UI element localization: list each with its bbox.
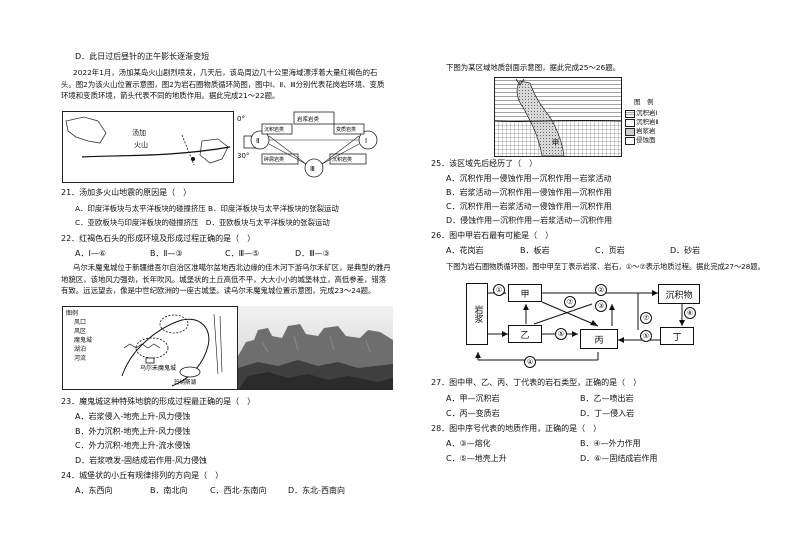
q26-option-b: B．板岩 <box>520 246 550 255</box>
map-label-volcano: 火山 <box>134 140 148 149</box>
q23-stem: 23．魔鬼城这种特殊地貌的形成过程最正确的是（ ） <box>61 397 256 406</box>
intro-moguicheng: 乌尔禾魔鬼城位于新疆维吾尔自治区准噶尔盆地西北边缘的佳木河下游乌尔禾矿区，是典型… <box>61 263 391 295</box>
cycle1-right-upper: 变质岩类 <box>336 126 356 133</box>
q27-stem: 27．图中甲、乙、丙、丁代表的岩石类型，正确的是（ ） <box>431 378 642 387</box>
q25-option-d: D．侵蚀作用—沉积作用—岩浆活动—沉积作用 <box>446 216 613 225</box>
cycle2-num-7b: ⑦ <box>640 312 652 324</box>
section-jia-label: 甲 <box>552 139 559 147</box>
q25-stem: 25．该区域先后经历了（ ） <box>431 159 538 168</box>
moguicheng-location-map: 乌尔禾魔鬼城 玛纳斯湖 <box>62 306 238 390</box>
q25-option-b: B．岩浆活动—沉积作用—侵蚀作用—沉积作用 <box>446 188 612 197</box>
q26-option-d: D．砂岩 <box>670 246 701 255</box>
q23-option-b: B．外力沉积-地壳上升-风力侵蚀 <box>75 427 191 436</box>
q24-option-c: C．西北-东南向 <box>210 486 267 495</box>
q22-option-a: A．Ⅰ—⑥ <box>75 249 107 258</box>
cycle1-right-lower: 沉积岩类 <box>332 156 352 163</box>
q28-option-a: A．③—熔化 <box>446 439 491 448</box>
q27-option-c: C．丙—变质岩 <box>446 409 500 418</box>
q26-stem: 26．图中甲岩石最有可能是（ ） <box>431 231 554 240</box>
q27-option-a: A．甲—沉积岩 <box>446 394 500 403</box>
cycle2-num-7a: ⑦ <box>564 296 576 308</box>
cycle2-magma: 岩浆 <box>466 283 488 345</box>
cycle2-num-4: ④ <box>524 356 536 368</box>
cycle1-node-2: Ⅱ <box>256 137 259 145</box>
q27-option-d: D．丁—侵入岩 <box>580 409 635 418</box>
cycle2-num-3: ③ <box>595 300 607 312</box>
rock-cycle-diagram-1: 岩浆岩类 沉积岩类 变质岩类 碎屑岩类 沉积岩类 Ⅱ Ⅰ Ⅲ <box>243 111 378 178</box>
q25-option-c: C．沉积作用—岩浆活动—侵蚀作用—沉积作用 <box>446 202 612 211</box>
intro-geo-section: 下图为某区域地质剖面示意图，据此完成25～26题。 <box>446 63 621 72</box>
q24-stem: 24．城堡状的小丘有规律排列的方向是（ ） <box>61 471 224 480</box>
intro-tonga: 2022年1月，汤加某岛火山剧烈喷发，几天后，该岛周边几十公里海域漂浮着大量红褐… <box>61 68 385 100</box>
cycle2-bing: 丙 <box>580 329 618 349</box>
cycle2-num-2: ② <box>595 284 607 296</box>
cycle2-sediment-label: 沉积物 <box>665 290 693 301</box>
q23-option-d: D．岩浆喷发-固结成岩作用-风力侵蚀 <box>75 456 207 465</box>
cycle2-num-5a: ⑤ <box>555 328 567 340</box>
geo-legend-item-1: 沉积岩Ⅰ <box>636 109 658 117</box>
q24-option-d: D．东北-西南向 <box>288 486 346 495</box>
q22-option-c: C．Ⅲ—⑤ <box>225 249 260 258</box>
cycle2-ding-label: 丁 <box>672 332 682 343</box>
legend-title: 图例 <box>66 310 79 317</box>
q23-option-a: A．岩浆侵入-地壳上升-风力侵蚀 <box>75 412 191 421</box>
q24-option-a: A．东西向 <box>75 486 113 495</box>
q25-option-a: A．沉积作用—侵蚀作用—沉积作用—岩浆活动 <box>446 174 612 183</box>
cycle2-ding: 丁 <box>660 327 694 345</box>
intro-cycle-section: 下图为岩石圈物质循环图，图中甲至丁表示岩浆、岩石，①～⑦表示地质过程。据此完成2… <box>446 262 765 271</box>
q22-option-b: B．Ⅱ—③ <box>150 249 183 258</box>
cycle1-top: 岩浆岩类 <box>297 115 320 123</box>
lat-0-label: 0° <box>237 115 245 123</box>
cycle2-jia: 甲 <box>508 284 542 302</box>
cycle1-node-3: Ⅲ <box>310 165 315 173</box>
cycle2-magma-label: 岩浆 <box>472 305 483 323</box>
q28-option-c: C．⑤—地壳上升 <box>446 454 507 463</box>
q28-option-b: B．④—外力作用 <box>580 439 641 448</box>
geological-section: 甲 <box>494 77 622 157</box>
legend-lake: 湖泊 <box>74 346 87 353</box>
lat-30-label: 30° <box>237 152 250 160</box>
geo-legend-item-4: 侵蚀面 <box>636 136 656 144</box>
q23-option-c: C．外力沉积-地壳上升-流水侵蚀 <box>75 441 191 450</box>
cycle1-left-upper: 沉积岩类 <box>264 126 284 133</box>
q21-options-ab: A．印度洋板块与太平洋板块的碰撞挤压 B．印度洋板块与太平洋板块的张裂运动 <box>75 204 339 213</box>
q22-option-d: D．Ⅲ—③ <box>295 249 330 258</box>
geo-legend-item-3: 岩浆岩 <box>636 127 656 135</box>
legend-river: 河流 <box>74 355 87 362</box>
map2-lake-label: 玛纳斯湖 <box>174 378 197 386</box>
cycle2-num-5b: ⑤ <box>640 330 652 342</box>
cycle2-yi: 乙 <box>508 325 542 343</box>
q21-options-cd: C．亚欧板块与印度洋板块的碰撞挤压 D．亚欧板块与太平洋板块的张裂运动 <box>75 218 330 227</box>
q26-option-a: A．花岗岩 <box>446 246 484 255</box>
geo-legend-swatch-4 <box>625 137 635 145</box>
q20-option-d: D．此日过后昼针的正午影长逐渐变短 <box>75 52 210 61</box>
legend-wind: 风口 <box>74 319 87 326</box>
q28-option-d: D．⑥—固结成岩作用 <box>580 454 658 463</box>
legend-moguicheng: 魔鬼城 <box>74 337 93 344</box>
cycle2-yi-label: 乙 <box>520 330 530 341</box>
q28-stem: 28．图中序号代表的地质作用，正确的是（ ） <box>431 424 602 433</box>
geo-legend-swatch-2 <box>625 119 635 127</box>
q21-stem: 21．汤加多火山地震的原因是（ ） <box>61 188 192 197</box>
geo-legend-swatch-3 <box>625 128 635 136</box>
geo-legend-title: 图 例 <box>634 98 654 106</box>
map2-city-label: 乌尔禾魔鬼城 <box>140 364 176 372</box>
q27-option-b: B．乙—喷出岩 <box>580 394 634 403</box>
cycle2-bing-label: 丙 <box>594 335 604 346</box>
q22-stem: 22．红褐色石头的形成环境及形成过程正确的是（ ） <box>61 234 256 243</box>
tonga-location-map: 汤加 火山 <box>62 111 234 183</box>
geo-legend-swatch-1 <box>625 110 635 118</box>
cycle1-node-1: Ⅰ <box>365 137 367 145</box>
q26-option-c: C．页岩 <box>595 246 625 255</box>
cycle2-num-1: ① <box>493 284 505 296</box>
q24-option-b: B．南北向 <box>150 486 188 495</box>
yardang-photo <box>238 306 393 390</box>
cycle2-jia-label: 甲 <box>520 289 530 300</box>
geo-legend-item-2: 沉积岩Ⅱ <box>636 118 659 126</box>
cycle1-left-lower: 碎屑岩类 <box>264 156 284 163</box>
map-label-tonga: 汤加 <box>132 128 146 137</box>
legend-wind-area: 风区 <box>74 328 87 335</box>
cycle2-num-6: ⑥ <box>684 307 696 319</box>
cycle2-sediment: 沉积物 <box>658 284 700 304</box>
